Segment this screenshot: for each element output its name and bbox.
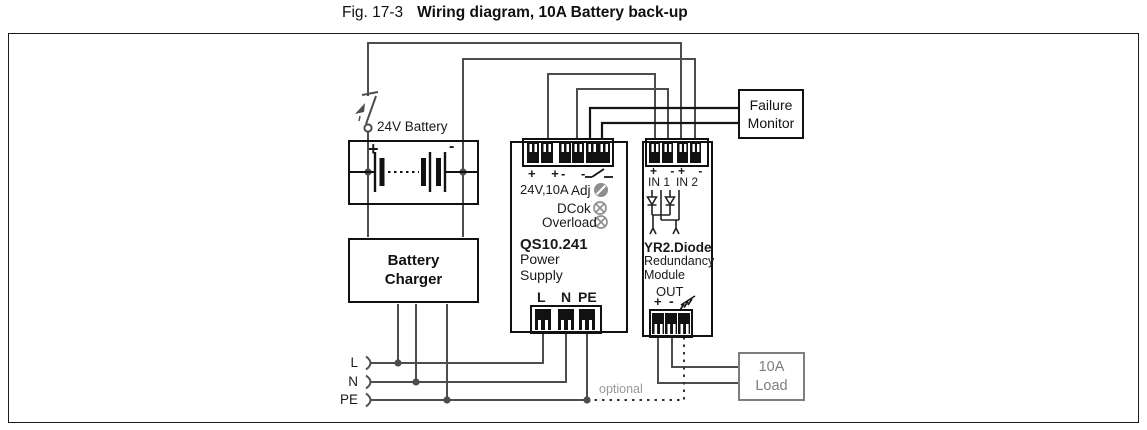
connector-n-icon xyxy=(365,374,372,390)
load-box: 10A Load xyxy=(738,352,805,401)
qs-term-l-label: L xyxy=(537,289,546,305)
qs-top-terminal-block xyxy=(522,138,614,167)
qs-plus-terminals-label: + + xyxy=(528,166,565,181)
qs-dcok-label: DCok xyxy=(557,201,591,216)
adj-dial-icon xyxy=(594,183,608,197)
yr2-in2-label: IN 2 xyxy=(676,175,699,189)
qs-rating-label: 24V,10A xyxy=(520,182,569,197)
yr2-top-terminal-block xyxy=(645,138,709,167)
overload-led-icon xyxy=(594,215,608,229)
wire-out-minus-to-load xyxy=(671,336,738,368)
qs-minus-terminals-label: - - xyxy=(561,166,592,181)
optional-label: optional xyxy=(599,382,643,396)
yr2-out-plus-label: + xyxy=(654,294,662,309)
junction-dots xyxy=(364,168,591,404)
qs-overload-label: Overload xyxy=(542,215,597,230)
connector-l-icon xyxy=(365,355,372,371)
junction-dot xyxy=(412,378,420,386)
yr2-out-minus-label: - xyxy=(669,293,674,309)
yr2-name-label: Redundancy Module xyxy=(644,254,715,283)
junction-dot xyxy=(583,396,591,404)
qs-adj-label: Adj xyxy=(571,183,591,198)
junction-dot xyxy=(394,359,402,367)
battery-box xyxy=(348,140,479,205)
yr2-out-label: OUT xyxy=(656,284,684,299)
figure-number: Fig. 17-3 xyxy=(342,4,404,21)
mains-n-label: N xyxy=(348,374,358,389)
load-label: 10A Load xyxy=(755,358,788,394)
qs-bottom-terminal-block xyxy=(530,305,602,334)
mains-pe-label: PE xyxy=(339,392,358,407)
wires-dcok-relay xyxy=(588,106,738,140)
failure-monitor-box: Failure Monitor xyxy=(738,89,804,139)
diode-or-icon xyxy=(646,190,680,235)
junction-dot xyxy=(443,396,451,404)
qs-term-n-label: N xyxy=(561,289,572,305)
diagram-border xyxy=(8,33,1139,423)
battery-plus-label: + xyxy=(368,139,379,159)
figure-title: Wiring diagram, 10A Battery back-up xyxy=(417,4,688,21)
yr2-model-label: YR2.Diode xyxy=(644,240,712,255)
yr2-in1-polarity-label: + - xyxy=(650,164,680,178)
figure-caption: Fig. 17-3 Wiring diagram, 10A Battery ba… xyxy=(342,4,688,22)
failure-monitor-label: Failure Monitor xyxy=(747,96,795,131)
wire-relay-b xyxy=(600,121,738,140)
battery-charger-box: Battery Charger xyxy=(348,238,479,303)
mains-l-label: L xyxy=(350,355,358,370)
wire-out-plus-to-load xyxy=(657,336,738,384)
wire-optional-earth-dashed xyxy=(587,336,685,401)
dcok-led-icon xyxy=(593,201,607,215)
battery-cells-icon xyxy=(349,152,478,192)
earth-icon xyxy=(679,295,696,311)
power-supply-module xyxy=(510,141,628,333)
qs-model-label: QS10.241 xyxy=(520,236,588,253)
battery-minus-label: - xyxy=(449,138,455,155)
yr2-bottom-terminal-block xyxy=(649,309,693,338)
relay-contact-icon xyxy=(585,168,613,178)
connector-pe-icon xyxy=(365,392,372,408)
battery-label: 24V Battery xyxy=(377,119,448,134)
yr2-in2-polarity-label: + - xyxy=(678,164,708,178)
redundancy-module xyxy=(642,141,713,337)
battery-charger-label: Battery Charger xyxy=(384,251,443,288)
wire-battery-plus-to-in2plus xyxy=(367,42,682,141)
wire-relay-a xyxy=(588,106,738,140)
qs-name-label: Power Supply xyxy=(520,251,563,284)
qs-term-pe-label: PE xyxy=(578,289,597,305)
yr2-in1-label: IN 1 xyxy=(648,175,671,189)
wire-qs-minus-to-in1minus xyxy=(576,88,669,140)
switch-icon xyxy=(355,91,379,133)
wire-battery-minus-to-in2minus xyxy=(462,58,696,172)
